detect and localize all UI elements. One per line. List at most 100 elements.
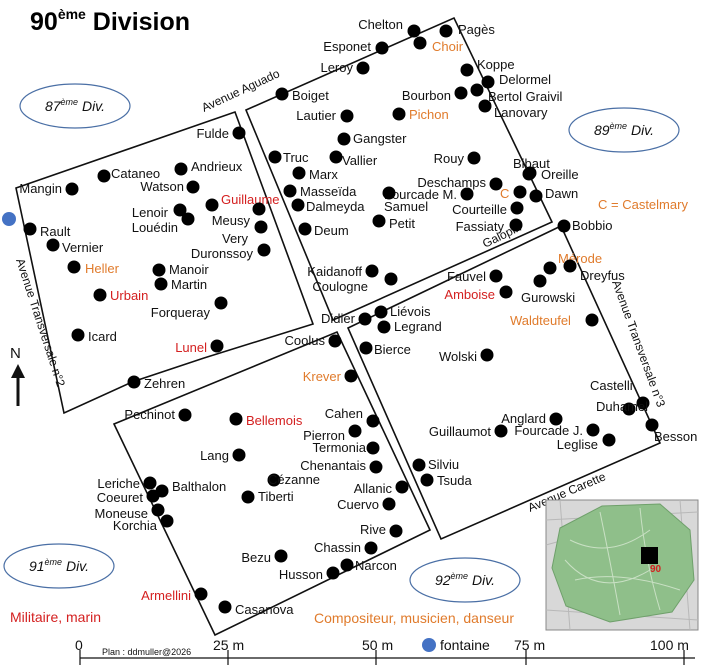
grave-marker-dot [460, 187, 474, 201]
grave-label: Liévois [390, 304, 431, 319]
grave-pichon: Pichon [392, 107, 449, 122]
grave-pierron: Pierron [303, 424, 362, 443]
grave-fourcade-m: Fourcade M. [384, 187, 474, 202]
grave-rive: Rive [360, 522, 403, 538]
grave-marker-dot [210, 339, 224, 353]
grave-label: Bertol Graivil [488, 89, 563, 104]
grave-duronssoy: Duronssoy [191, 243, 271, 261]
grave-coulogne: Coulogne [312, 272, 398, 294]
scale-tick-75: 75 m [514, 637, 545, 653]
grave-label: Bobbio [572, 218, 612, 233]
grave-label: Coeuret [97, 490, 144, 505]
grave-choir: Choir [413, 36, 464, 54]
grave-marker-dot [389, 524, 403, 538]
grave-label: Petit [389, 216, 415, 231]
grave-louedin: Louédin [132, 212, 195, 235]
grave-marker-dot [23, 222, 37, 236]
grave-label: Fulde [196, 126, 229, 141]
grave-marker-dot [489, 269, 503, 283]
grave-marker-dot [232, 448, 246, 462]
grave-marker-dot [356, 61, 370, 75]
grave-marker-dot [329, 150, 343, 164]
grave-label: Bierce [374, 342, 411, 357]
grave-marker-dot [489, 177, 503, 191]
grave-label: Coolus [285, 333, 326, 348]
grave-label: Watson [140, 179, 184, 194]
grave-martin: Martin [154, 277, 207, 292]
grave-marker-dot [178, 408, 192, 422]
grave-boiget: Boiget [275, 87, 329, 103]
grave-leglise: Leglise [557, 433, 616, 452]
grave-label: Leglise [557, 437, 598, 452]
grave-marker-dot [372, 214, 386, 228]
grave-silviu: Silviu [412, 457, 459, 472]
grave-meusy: Meusy [212, 202, 266, 228]
grave-marker-dot [93, 288, 107, 302]
grave-didier: Didier [321, 311, 372, 326]
division-markers: 87ème Div. 89ème Div. 91ème Div. 92ème D… [3, 83, 680, 603]
grave-marker-dot [395, 480, 409, 494]
grave-lautier: Lautier [296, 108, 354, 123]
grave-label: Very [222, 231, 249, 246]
grave-label: Narcon [355, 558, 397, 573]
grave-marker-dot [533, 274, 547, 288]
grave-marker-dot [377, 320, 391, 334]
grave-marker-dot [151, 503, 165, 517]
grave-truc: Truc [268, 150, 309, 165]
grave-petit: Petit [372, 214, 415, 231]
grave-bobbio: Bobbio [557, 218, 612, 233]
grave-marker-dot [340, 558, 354, 572]
grave-marker-dot [480, 348, 494, 362]
grave-label: Silviu [428, 457, 459, 472]
grave-label: Rault [40, 224, 71, 239]
grave-marker-dot [291, 198, 305, 212]
grave-label: Boiget [292, 88, 329, 103]
grave-label: Martin [171, 277, 207, 292]
grave-besson: Besson [645, 418, 697, 444]
grave-termonia: Termonia [313, 440, 380, 455]
grave-casanova: Casanova [218, 600, 294, 617]
grave-marker-dot [152, 263, 166, 277]
division-91: 91ème Div. [3, 543, 115, 589]
svg-text:91ème Div.: 91ème Div. [29, 557, 89, 574]
grave-moneuse: Moneuse [95, 503, 165, 521]
grave-guillaumot: Guillaumot [429, 424, 508, 439]
grave-marker-dot [586, 423, 600, 437]
grave-marker-dot [384, 272, 398, 286]
grave-marker-dot [186, 180, 200, 194]
grave-label: Armellini [141, 588, 191, 603]
grave-label: Andrieux [191, 159, 243, 174]
grave-marker-dot [510, 201, 524, 215]
grave-delormel: Delormel [481, 72, 551, 89]
grave-label: Anglard [501, 411, 546, 426]
grave-label: Fassiaty [456, 219, 505, 234]
grave-label: Leriche [97, 476, 140, 491]
grave-lunel: Lunel [175, 339, 224, 355]
grave-balthalon: Balthalon [155, 479, 226, 498]
grave-marker-dot [585, 313, 599, 327]
grave-courteille: Courteille [452, 201, 524, 217]
grave-marker-dot [268, 150, 282, 164]
grave-label: Koppe [477, 57, 515, 72]
grave-label: Chassin [314, 540, 361, 555]
grave-chelton: Chelton [358, 17, 421, 38]
grave-manoir: Manoir [152, 262, 209, 277]
grave-koppe: Koppe [460, 57, 515, 77]
grave-marker-dot [97, 169, 111, 183]
grave-label: Korchia [113, 518, 158, 533]
grave-label: Fourcade J. [514, 423, 583, 438]
grave-very: Very [222, 220, 268, 246]
grave-marker-dot [467, 151, 481, 165]
grave-marker-dot [274, 549, 288, 563]
grave-marker-dot [292, 166, 306, 180]
grave-marker-dot [366, 414, 380, 428]
avenue-transversale-2-label: Avenue Transversale n°2 [13, 257, 68, 389]
grave-label: Termonia [313, 440, 367, 455]
grave-label: Castelli [590, 378, 633, 393]
grave-marker-dot [241, 490, 255, 504]
grave-marker-dot [127, 375, 141, 389]
grave-label: Casanova [235, 602, 294, 617]
grave-label: Chenantais [300, 458, 366, 473]
grave-label: Bibaut [513, 156, 550, 171]
grave-label: Bezu [241, 550, 271, 565]
